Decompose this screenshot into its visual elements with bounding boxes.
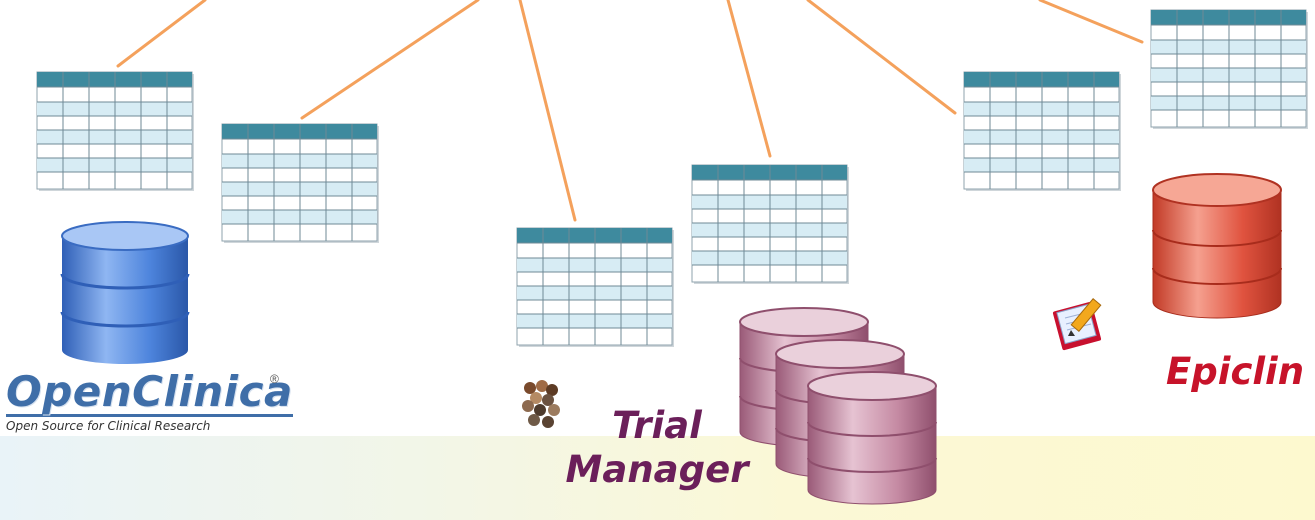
table-icon: [963, 71, 1121, 191]
table-icon: [36, 71, 194, 191]
trial-manager-line1: Trial: [612, 404, 702, 447]
connector-line: [116, 0, 207, 68]
table-icon: [221, 123, 379, 243]
bottom-gradient-band: [0, 436, 1315, 520]
table-icon: [1150, 9, 1308, 129]
connector-line: [726, 0, 772, 158]
database-icon-blue: [60, 221, 190, 364]
openclinica-name: OpenClinica: [6, 367, 293, 417]
table-icon: [516, 227, 674, 347]
database-stack-pink: [739, 307, 937, 505]
openclinica-tagline: Open Source for Clinical Research: [6, 419, 211, 433]
trial-manager-line2: Manager: [565, 448, 749, 491]
trial-manager-label: Trial Manager: [552, 404, 762, 492]
connector-lines: [116, 0, 1144, 222]
connector-line: [518, 0, 577, 222]
database-icon-red: [1152, 173, 1282, 319]
connector-line: [300, 0, 480, 120]
database-icon-pink: [807, 371, 937, 505]
epiclin-label: Epiclin: [1166, 350, 1305, 393]
table-icon: [691, 164, 849, 284]
connector-line: [1038, 0, 1144, 44]
openclinica-logo: OpenClinica ® Open Source for Clinical R…: [6, 370, 293, 433]
connector-line: [806, 0, 957, 115]
crowd-icon: [522, 380, 560, 428]
notepad-pencil-icon: [1052, 298, 1102, 351]
registered-mark: ®: [270, 372, 279, 386]
